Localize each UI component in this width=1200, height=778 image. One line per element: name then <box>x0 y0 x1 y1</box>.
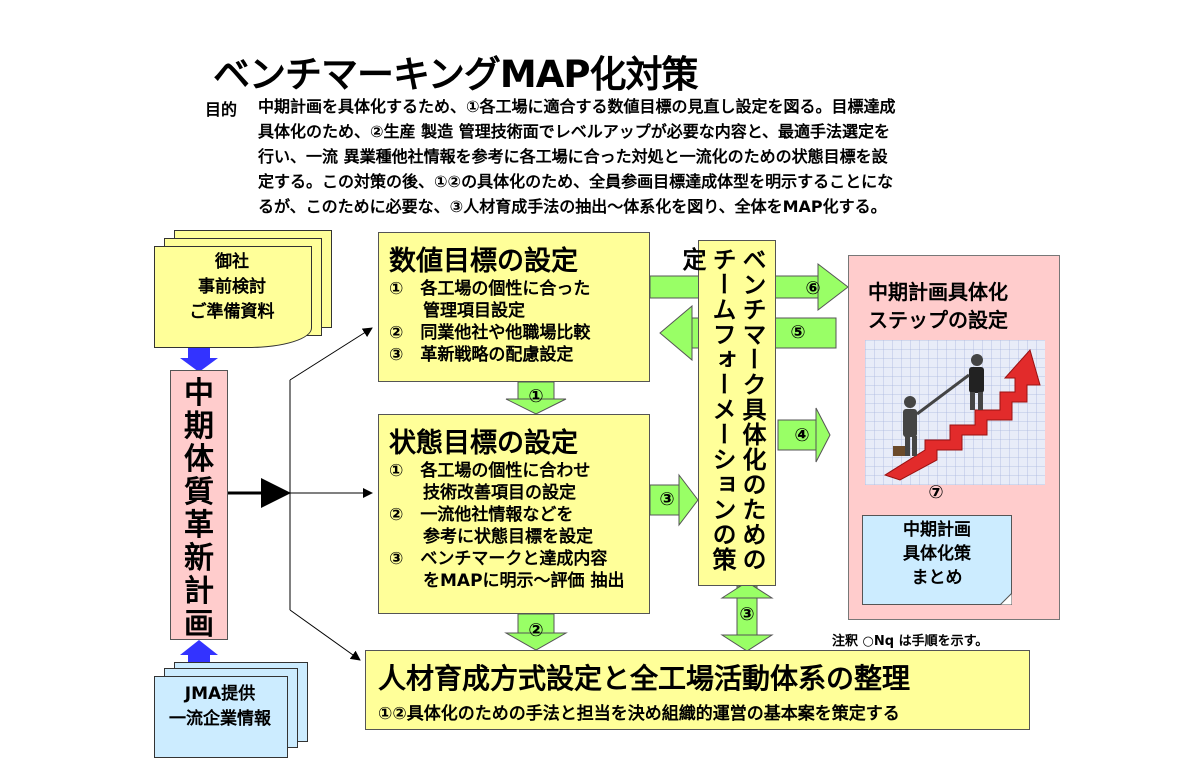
doc-line: ご準備資料 <box>189 302 275 322</box>
purpose-label: 目的 <box>205 100 238 119</box>
company-document-stack: 御社 事前検討 ご準備資料 <box>150 230 340 350</box>
box-line: ③ ベンチマークと達成内容 <box>389 549 608 569</box>
page-fold-icon <box>1000 593 1012 605</box>
purpose-line: 定する。この対策の後、①②の具体化のため、全員参画目標達成体型を明示することにな <box>258 172 894 191</box>
purpose-text: 中期計画を具体化するため、①各工場に適合する数値目標の見直し設定を図る。目標達成… <box>258 94 1088 219</box>
step-label-7: ⑦ <box>928 482 944 503</box>
hr-development-box: 人材育成方式設定と全工場活動体系の整理 ①②具体化のための手法と担当を決め組織的… <box>365 650 1030 730</box>
green-arrow-3a <box>649 473 699 527</box>
numeric-target-title: 数値目標の設定 <box>389 246 578 277</box>
step-label-5: ⑤ <box>790 322 806 343</box>
doc-line: 御社 <box>215 252 249 272</box>
arrow-to-hr <box>289 609 361 661</box>
green-arrow-1 <box>505 381 567 415</box>
hr-development-title: 人材育成方式設定と全工場活動体系の整理 <box>378 662 911 695</box>
note-text: 注釈 ○Nq は手順を示す。 <box>832 634 989 649</box>
box-line: 技術改善項目の設定 <box>389 483 576 503</box>
box-line: 参考に状態目標を設定 <box>389 527 593 547</box>
box-line: ① 各工場の個性に合った <box>389 279 591 299</box>
box-line: ② 同業他社や他職場比較 <box>389 323 591 343</box>
state-target-box: 状態目標の設定 ① 各工場の個性に合わせ 技術改善項目の設定 ② 一流他社情報な… <box>378 414 650 614</box>
summary-line: 中期計画 <box>903 520 971 540</box>
summary-text: 中期計画 具体化策 まとめ <box>862 518 1012 590</box>
doc-line: 一流企業情報 <box>169 709 271 729</box>
purpose-line: 中期計画を具体化するため、①各工場に適合する数値目標の見直し設定を図る。目標達成 <box>258 97 896 116</box>
mid-term-plan-label: 中期体質革新計画 <box>184 376 214 642</box>
step-label-3b: ③ <box>739 604 755 625</box>
box-line: ② 一流他社情報などを <box>389 505 574 525</box>
green-arrow-2 <box>504 613 568 651</box>
step-label-1: ① <box>528 386 544 407</box>
box-line: 管理項目設定 <box>389 301 525 321</box>
numeric-target-box: 数値目標の設定 ① 各工場の個性に合った 管理項目設定 ② 同業他社や他職場比較… <box>378 232 650 382</box>
step-setting-title: 中期計画具体化 ステップの設定 <box>868 278 1008 334</box>
jma-document-stack: JMA提供 一流企業情報 <box>150 662 310 762</box>
green-arrow-3b <box>720 581 774 652</box>
summary-line: まとめ <box>911 568 963 588</box>
step-label-2: ② <box>528 620 544 641</box>
arrow-to-numeric <box>289 327 373 381</box>
step-label-6: ⑥ <box>805 278 821 299</box>
climbing-stairs-illustration <box>865 340 1045 485</box>
green-arrow-4 <box>777 407 831 463</box>
purpose-line: 行い、一流 異業種他社情報を参考に各工場に合った対処と一流化のための状態目標を設 <box>258 147 888 166</box>
purpose-line: るが、このために必要な、③人材育成手法の抽出〜体系化を図り、全体をMAP化する。 <box>258 197 887 216</box>
box-line: ③ 革新戦略の配慮設定 <box>389 345 574 365</box>
doc-line: JMA提供 <box>184 684 256 704</box>
team-formation-box: ベンチマーク具体化のためのチームフォーメーションの策定 <box>678 240 776 586</box>
page-title: ベンチマーキングMAP化対策 <box>213 53 698 96</box>
panel-line: ステップの設定 <box>868 308 1008 332</box>
summary-box <box>862 515 1012 605</box>
hr-development-subtitle: ①②具体化のための手法と担当を決め組織的運営の基本案を策定する <box>378 704 900 724</box>
step-label-3a: ③ <box>659 489 675 510</box>
box-line: をMAPに明示〜評価 抽出 <box>389 571 625 591</box>
state-target-title: 状態目標の設定 <box>389 428 578 459</box>
doc-line: 事前検討 <box>198 277 266 297</box>
panel-line: 中期計画具体化 <box>868 280 1008 304</box>
summary-line: 具体化策 <box>903 544 971 564</box>
box-line: ① 各工場の個性に合わせ <box>389 461 591 481</box>
purpose-line: 具体化のため、②生産 製造 管理技術面でレベルアップが必要な内容と、最適手法選定… <box>258 122 891 141</box>
mid-term-plan-bar: 中期体質革新計画 <box>170 370 228 642</box>
step-label-4: ④ <box>794 425 810 446</box>
